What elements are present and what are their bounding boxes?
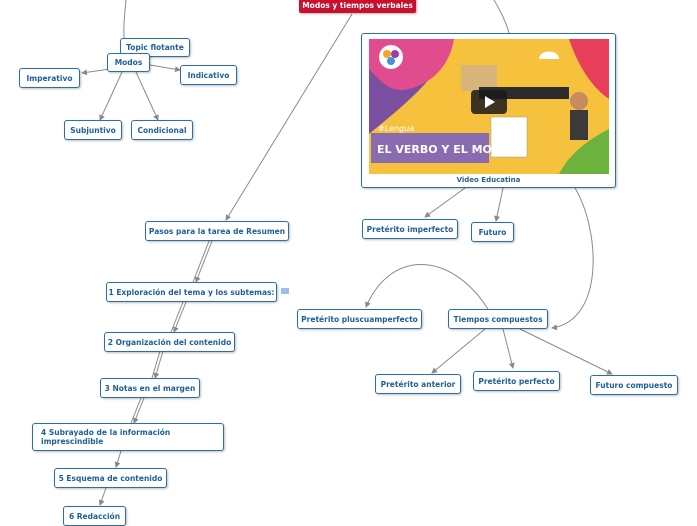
edge-top-video: [494, 0, 509, 33]
edge-modos-indicativo: [150, 65, 180, 70]
edge-video-compuestos: [552, 188, 593, 328]
topic-paso-5[interactable]: 5 Esquema de contenido: [54, 468, 167, 488]
topic-subjuntivo[interactable]: Subjuntivo: [64, 120, 122, 140]
root-topic[interactable]: Modos y tiempos verbales: [299, 0, 416, 13]
edge-5-6: [100, 488, 106, 505]
topic-imperativo[interactable]: Imperativo: [19, 68, 80, 88]
play-icon: [471, 90, 507, 114]
edge-1-2: [174, 302, 186, 332]
video-hashtag: #Lengua: [378, 124, 414, 133]
topic-condicional[interactable]: Condicional: [131, 120, 193, 140]
edge-root-pasos: [226, 14, 352, 220]
topic-paso-3[interactable]: 3 Notas en el margen: [100, 378, 200, 398]
video-caption[interactable]: Video Educatina: [362, 176, 615, 184]
video-thumbnail[interactable]: #Lengua EL VERBO Y EL MODO: [369, 39, 609, 174]
edge-video-imperfecto: [425, 188, 465, 217]
topic-preterito-anterior[interactable]: Pretérito anterior: [375, 374, 461, 394]
topic-tiempos-compuestos[interactable]: Tiempos compuestos: [448, 309, 548, 329]
edge-pasos-1: [196, 241, 212, 282]
edge-compuestos-plusc: [366, 264, 488, 309]
topic-modos[interactable]: Modos: [107, 53, 150, 72]
video-banner-title: EL VERBO Y EL MODO: [377, 143, 510, 156]
edge-video-futuro: [496, 188, 503, 221]
edge-4-5: [116, 451, 121, 467]
topic-indicativo[interactable]: Indicativo: [180, 65, 237, 85]
topic-preterito-perfecto[interactable]: Pretérito perfecto: [473, 371, 560, 391]
edge-1-2b: [171, 302, 183, 332]
edge-compuestos-anterior: [432, 329, 485, 373]
topic-preterito-pluscuamperfecto[interactable]: Pretérito pluscuamperfecto: [297, 309, 422, 329]
topic-paso-6[interactable]: 6 Redacción: [63, 506, 126, 526]
note-icon[interactable]: [281, 287, 289, 295]
edge-compuestos-perfecto: [503, 329, 513, 368]
video-thumbnail-art: #Lengua EL VERBO Y EL MODO: [369, 39, 609, 174]
topic-paso-4[interactable]: 4 Subrayado de la información imprescind…: [32, 423, 224, 451]
edge-modos-condicional: [136, 72, 158, 120]
video-card[interactable]: #Lengua EL VERBO Y EL MODO Video Educati…: [361, 33, 616, 188]
topic-paso-2[interactable]: 2 Organización del contenido: [104, 332, 235, 352]
edge-modos-subjuntivo: [100, 72, 122, 120]
topic-preterito-imperfecto[interactable]: Pretérito imperfecto: [362, 219, 458, 239]
edge-modos-imperativo: [82, 69, 110, 73]
topic-futuro[interactable]: Futuro: [471, 222, 514, 242]
edge-compuestos-futcomp: [520, 329, 612, 374]
edge-pasos-1b: [193, 241, 209, 282]
topic-paso-1[interactable]: 1 Exploración del tema y los subtemas:: [106, 282, 277, 302]
topic-futuro-compuesto[interactable]: Futuro compuesto: [590, 375, 678, 395]
topic-pasos-resumen[interactable]: Pasos para la tarea de Resumen: [145, 221, 289, 241]
